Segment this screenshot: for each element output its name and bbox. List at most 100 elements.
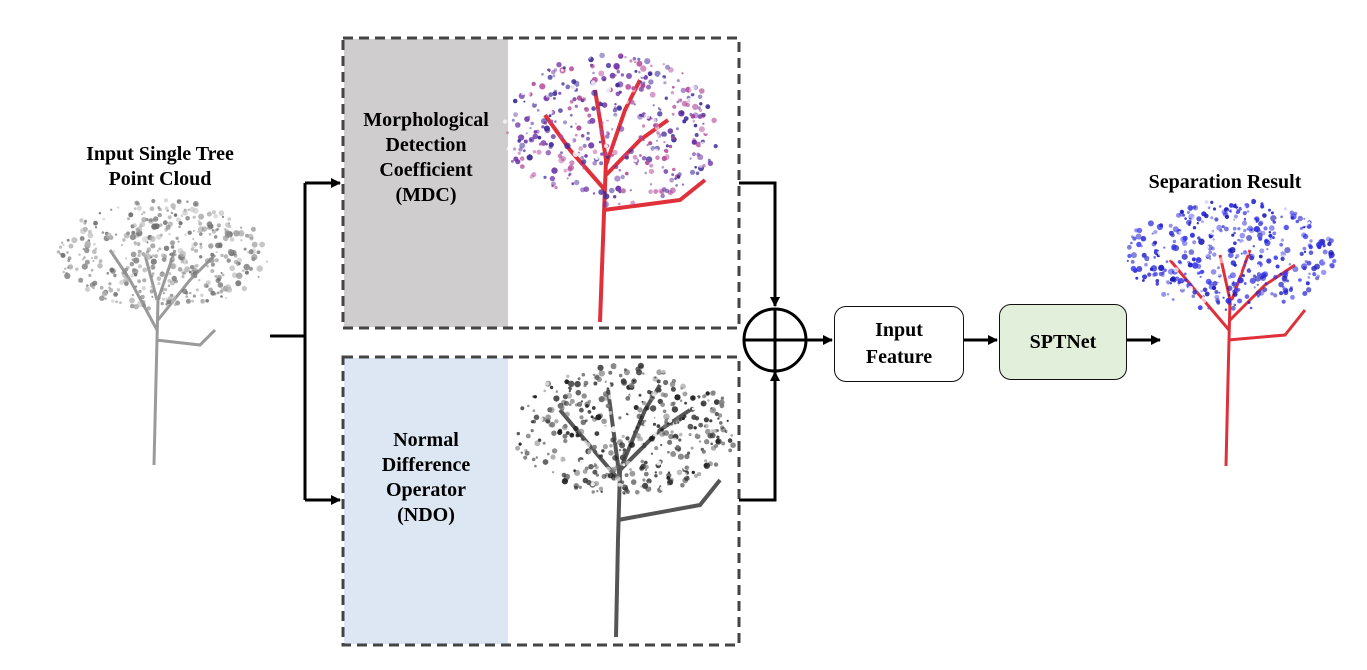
point-cloud-dot	[1183, 250, 1187, 254]
point-cloud-dot	[1233, 285, 1236, 289]
point-cloud-dot	[265, 260, 268, 263]
point-cloud-dot	[540, 78, 546, 83]
point-cloud-dot	[556, 437, 560, 441]
point-cloud-dot	[650, 64, 653, 68]
point-cloud-dot	[1140, 245, 1143, 248]
point-cloud-dot	[1244, 260, 1247, 263]
point-cloud-dot	[1249, 306, 1253, 310]
point-cloud-dot	[687, 423, 694, 430]
point-cloud-dot	[647, 389, 652, 395]
point-cloud-dot	[552, 96, 556, 100]
point-cloud-dot	[221, 273, 225, 277]
point-cloud-dot	[636, 94, 640, 98]
point-cloud-dot	[1262, 287, 1268, 293]
point-cloud-dot	[1246, 210, 1250, 213]
point-cloud-dot	[704, 459, 708, 463]
point-cloud-dot	[553, 443, 559, 449]
point-cloud-dot	[620, 480, 625, 485]
point-cloud-dot	[198, 221, 203, 226]
point-cloud-dot	[590, 432, 595, 436]
point-cloud-dot	[106, 271, 110, 275]
point-cloud-dot	[137, 253, 141, 258]
point-cloud-dot	[556, 61, 562, 68]
point-cloud-dot	[699, 88, 705, 94]
point-cloud-dot	[562, 117, 567, 122]
point-cloud-dot	[1228, 252, 1234, 258]
point-cloud-dot	[524, 448, 528, 453]
point-cloud-dot	[259, 241, 265, 248]
point-cloud-dot	[542, 459, 549, 465]
ndo-panel-border	[341, 355, 741, 647]
point-cloud-dot	[1130, 252, 1137, 259]
point-cloud-dot	[549, 119, 554, 124]
point-cloud-dot	[680, 87, 686, 94]
point-cloud-dot	[84, 259, 90, 265]
point-cloud-dot	[661, 155, 667, 162]
point-cloud-dot	[1144, 255, 1150, 262]
point-cloud-dot	[1181, 253, 1188, 260]
point-cloud-dot	[703, 417, 710, 423]
point-cloud-dot	[1270, 211, 1274, 215]
point-cloud-dot	[125, 257, 128, 260]
point-cloud-dot	[71, 237, 78, 244]
point-cloud-dot	[580, 187, 586, 193]
point-cloud-dot	[1214, 200, 1219, 205]
point-cloud-dot	[596, 108, 601, 113]
point-cloud-dot	[1193, 269, 1197, 274]
point-cloud-dot	[167, 296, 172, 301]
point-cloud-dot	[617, 406, 624, 413]
point-cloud-dot	[1233, 281, 1238, 287]
point-cloud-dot	[516, 431, 520, 436]
point-cloud-dot	[726, 419, 729, 422]
point-cloud-dot	[707, 399, 710, 402]
sptnet-box: SPTNet	[999, 304, 1127, 380]
point-cloud-dot	[698, 162, 704, 168]
point-cloud-dot	[577, 377, 581, 381]
point-cloud-dot	[588, 56, 591, 60]
point-cloud-dot	[606, 387, 610, 391]
point-cloud-dot	[613, 393, 616, 397]
mdc-tree	[502, 52, 720, 323]
point-cloud-dot	[1182, 235, 1188, 241]
point-cloud-dot	[570, 125, 573, 128]
point-cloud-dot	[612, 115, 619, 122]
point-cloud-dot	[1178, 230, 1182, 234]
input-feature-line1: Input	[875, 319, 923, 341]
point-cloud-dot	[520, 128, 523, 132]
point-cloud-dot	[206, 226, 211, 230]
point-cloud-dot	[1243, 282, 1247, 285]
point-cloud-dot	[554, 120, 557, 123]
point-cloud-dot	[122, 269, 127, 275]
point-cloud-dot	[594, 375, 600, 380]
point-cloud-dot	[66, 251, 69, 254]
point-cloud-dot	[562, 433, 568, 439]
point-cloud-dot	[607, 487, 611, 491]
point-cloud-dot	[210, 262, 215, 267]
point-cloud-dot	[1219, 242, 1222, 245]
point-cloud-dot	[531, 457, 536, 462]
point-cloud-dot	[1302, 291, 1308, 296]
point-cloud-dot	[249, 267, 253, 271]
point-cloud-dot	[1232, 226, 1237, 231]
point-cloud-dot	[714, 458, 718, 462]
point-cloud-dot	[541, 72, 544, 76]
point-cloud-dot	[1184, 217, 1187, 221]
point-cloud-dot	[1205, 253, 1210, 258]
point-cloud-dot	[1224, 251, 1227, 255]
point-cloud-dot	[142, 236, 149, 243]
point-cloud-dot	[551, 167, 558, 174]
point-cloud-dot	[591, 106, 596, 111]
point-cloud-dot	[133, 257, 140, 264]
point-cloud-dot	[616, 105, 622, 111]
point-cloud-dot	[1290, 294, 1295, 300]
point-cloud-dot	[1245, 284, 1250, 289]
point-cloud-dot	[98, 259, 103, 263]
point-cloud-dot	[1126, 259, 1129, 262]
point-cloud-dot	[604, 380, 607, 383]
point-cloud-dot	[720, 458, 723, 462]
point-cloud-dot	[180, 214, 184, 218]
point-cloud-dot	[560, 151, 563, 155]
point-cloud-dot	[646, 84, 651, 90]
point-cloud-dot	[583, 139, 586, 142]
point-cloud-dot	[1192, 289, 1198, 295]
